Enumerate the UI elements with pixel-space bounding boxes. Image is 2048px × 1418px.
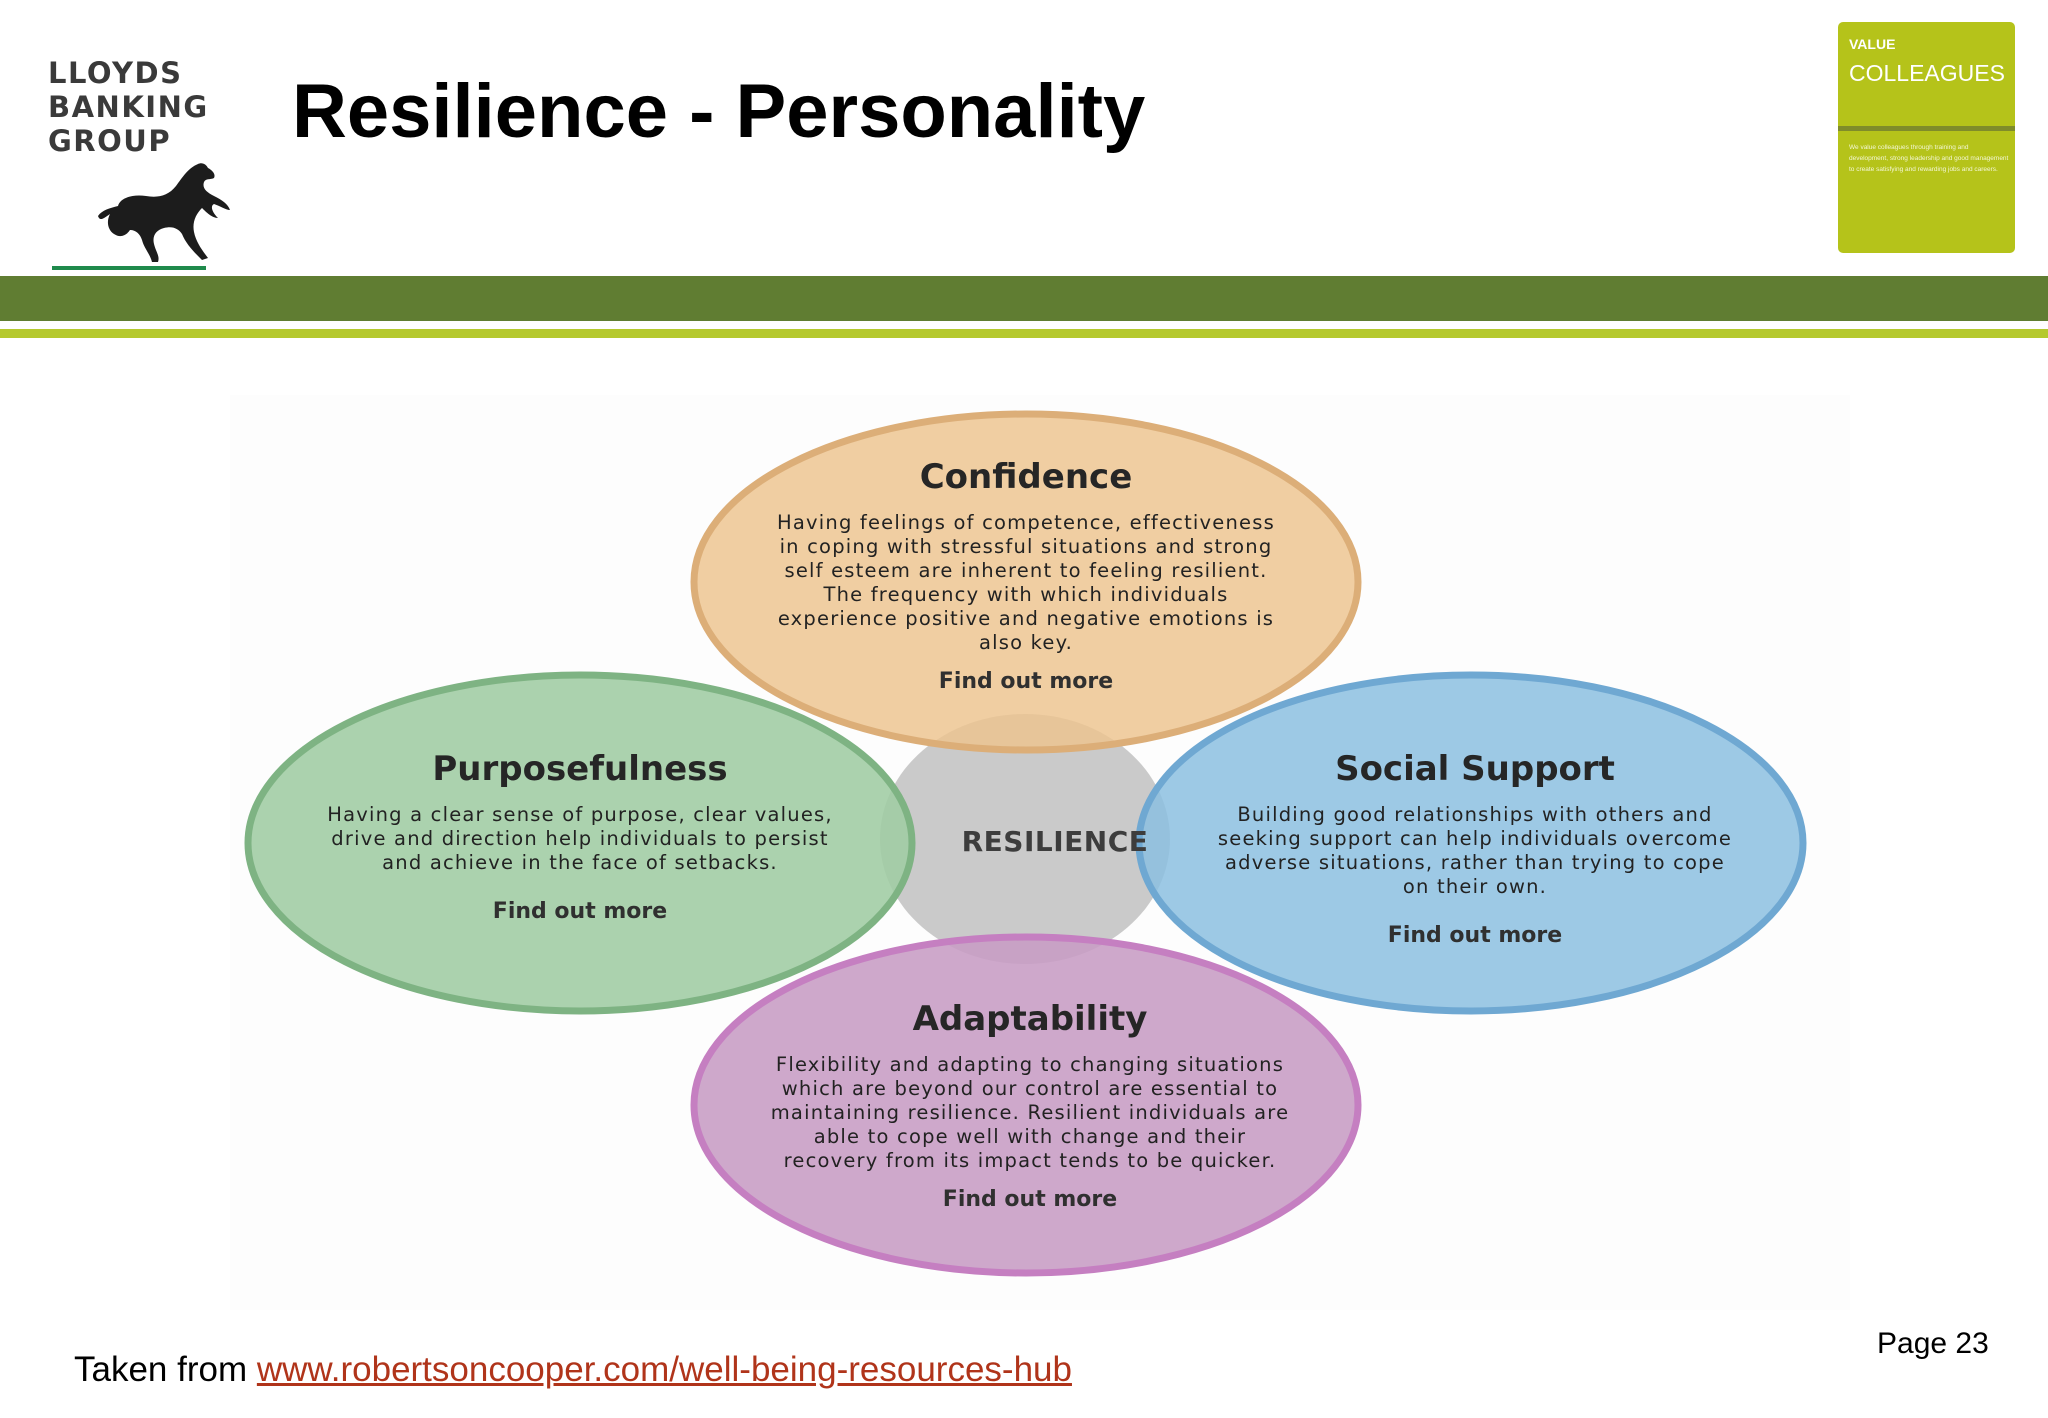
confidence-block: Confidence Having feelings of competence… (766, 457, 1286, 694)
confidence-find-out-more-link[interactable]: Find out more (938, 669, 1114, 694)
confidence-title: Confidence (919, 457, 1133, 497)
resilience-core-circle (880, 714, 1170, 964)
value-colleagues-card: VALUE COLLEAGUES We value colleagues thr… (1838, 22, 2015, 253)
adaptability-block: Adaptability Flexibility and adapting to… (770, 999, 1290, 1212)
social-support-body: Building good relationships with others … (1217, 803, 1733, 898)
header-stripe (0, 329, 2048, 338)
confidence-ellipse (690, 410, 1362, 754)
logo-line-3: GROUP (48, 124, 172, 158)
adaptability-find-out-more-link[interactable]: Find out more (942, 1187, 1118, 1212)
source-prefix: Taken from (74, 1350, 257, 1389)
source-line: Taken from www.robertsoncooper.com/well-… (74, 1350, 1072, 1390)
logo-underline (52, 266, 206, 270)
source-link[interactable]: www.robertsoncooper.com/well-being-resou… (256, 1350, 1072, 1389)
resilience-diagram: Confidence Having feelings of competence… (230, 395, 1850, 1310)
slide-title: Resilience - Personality (292, 69, 1146, 154)
confidence-body: Having feelings of competence, effective… (777, 511, 1275, 654)
social-support-ellipse (1135, 671, 1807, 1015)
adaptability-ellipse (690, 933, 1362, 1277)
value-card-title: COLLEAGUES (1849, 60, 2005, 86)
purposefulness-body: Having a clear sense of purpose, clear v… (327, 803, 833, 874)
purposefulness-title: Purposefulness (432, 749, 728, 789)
header-band (0, 276, 2048, 321)
social-support-find-out-more-link[interactable]: Find out more (1387, 923, 1563, 948)
value-card-divider (1838, 126, 2015, 131)
purposefulness-ellipse (244, 671, 916, 1015)
adaptability-title: Adaptability (912, 999, 1148, 1039)
value-card-fine-print: We value colleagues through training and… (1849, 144, 2009, 173)
purposefulness-find-out-more-link[interactable]: Find out more (492, 899, 668, 924)
social-support-block: Social Support Building good relationshi… (1205, 749, 1745, 948)
black-horse-icon (98, 163, 230, 262)
value-card-label: VALUE (1849, 36, 1896, 52)
page-number: Page 23 (1877, 1327, 1989, 1360)
social-support-title: Social Support (1335, 749, 1615, 789)
logo-line-2: BANKING (48, 90, 209, 124)
purposefulness-block: Purposefulness Having a clear sense of p… (300, 749, 860, 924)
resilience-center-label: RESILIENCE (961, 825, 1149, 858)
lloyds-logo: LLOYDS BANKING GROUP (48, 56, 248, 276)
adaptability-body: Flexibility and adapting to changing sit… (770, 1053, 1290, 1172)
resilience-venn (244, 410, 1807, 1277)
logo-line-1: LLOYDS (48, 56, 183, 90)
